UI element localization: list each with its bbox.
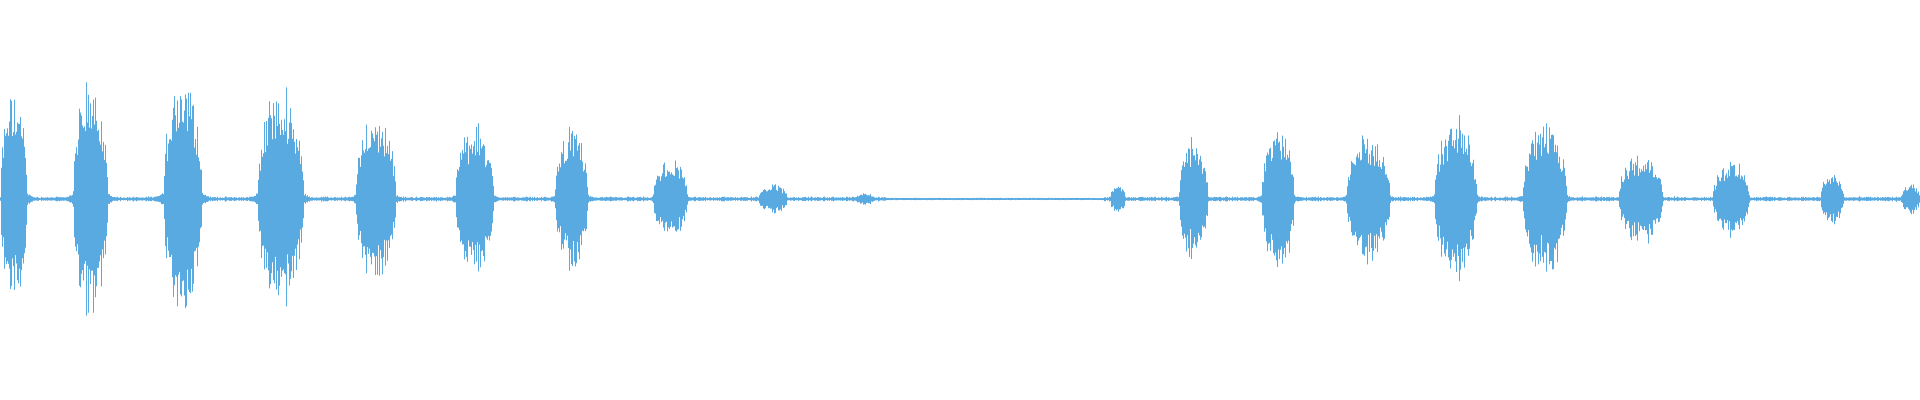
waveform-trace (0, 82, 1920, 316)
